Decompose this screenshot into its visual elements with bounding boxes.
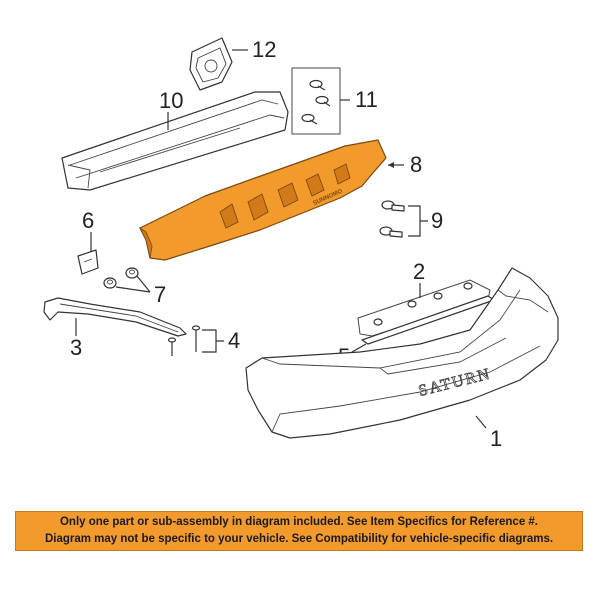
callout-12: 12 xyxy=(252,37,276,62)
callout-1: 1 xyxy=(490,426,502,451)
callout-4: 4 xyxy=(228,328,240,353)
screw-icon xyxy=(191,325,201,352)
callout-3: 3 xyxy=(70,335,82,360)
nut-icon xyxy=(125,267,139,279)
bolt-icon xyxy=(301,113,318,125)
part-9-push-pins xyxy=(379,200,428,238)
callout-8: 8 xyxy=(410,152,422,177)
part-10-reinforcement xyxy=(61,91,289,191)
part-3-guide-bracket xyxy=(43,297,187,337)
part-11-fasteners xyxy=(291,67,350,135)
callout-7: 7 xyxy=(154,282,166,307)
disclaimer-line-2: Diagram may not be specific to your vehi… xyxy=(44,533,554,545)
clip-icon xyxy=(407,300,417,308)
screw-icon xyxy=(167,337,177,356)
clip-icon xyxy=(433,292,443,300)
push-pin-icon xyxy=(381,200,405,212)
part-6-bracket xyxy=(77,232,99,275)
bolt-icon xyxy=(309,79,326,91)
part-4-screws xyxy=(167,325,224,356)
callout-9: 9 xyxy=(431,208,443,233)
callout-6: 6 xyxy=(82,208,94,233)
disclaimer-banner: Only one part or sub-assembly in diagram… xyxy=(15,511,583,551)
clip-icon xyxy=(373,318,383,326)
callout-11: 11 xyxy=(355,87,378,112)
callout-10: 10 xyxy=(159,88,183,113)
disclaimer-line-1: Only one part or sub-assembly in diagram… xyxy=(59,516,539,528)
bolt-icon xyxy=(315,95,331,107)
nut-icon xyxy=(103,277,117,289)
clip-icon xyxy=(463,282,473,290)
callout-2: 2 xyxy=(413,259,425,284)
part-7-clips xyxy=(103,267,151,293)
push-pin-icon xyxy=(379,226,403,238)
part-1-bumper-cover: SATURN xyxy=(245,267,559,439)
part-12-bracket xyxy=(189,37,248,91)
